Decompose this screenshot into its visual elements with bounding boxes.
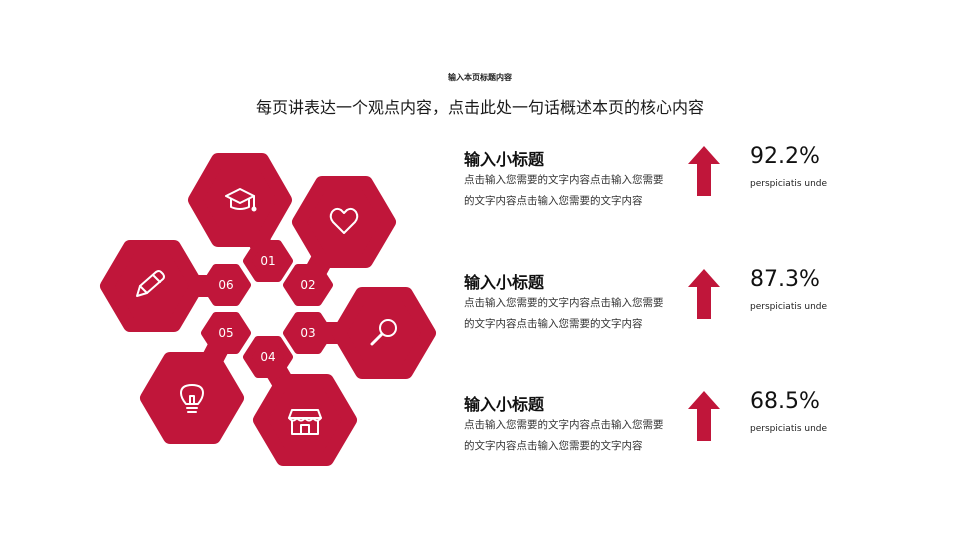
hex-node-02 bbox=[292, 176, 396, 268]
info-item-2: 输入小标题 点击输入您需要的文字内容点击输入您需要的文字内容点击输入您需要的文字… bbox=[464, 267, 864, 389]
hex-node-06 bbox=[100, 240, 204, 332]
item-description: 点击输入您需要的文字内容点击输入您需要的文字内容点击输入您需要的文字内容 bbox=[464, 419, 664, 452]
small-hex-04 bbox=[243, 336, 293, 378]
small-hex-03 bbox=[283, 312, 333, 354]
node-number-01: 01 bbox=[260, 254, 275, 268]
node-number-03: 03 bbox=[300, 326, 315, 340]
item-title: 输入小标题 bbox=[464, 150, 545, 169]
small-hex-01 bbox=[243, 240, 293, 282]
item-caption: perspiciatis unde bbox=[750, 302, 828, 312]
store-icon bbox=[288, 409, 322, 435]
heart-icon bbox=[329, 207, 359, 234]
hex-node-01 bbox=[188, 153, 292, 247]
info-item-1: 输入小标题 点击输入您需要的文字内容点击输入您需要的文字内容点击输入您需要的文字… bbox=[464, 144, 864, 266]
pencil-icon bbox=[136, 270, 165, 297]
item-value: 92.2% bbox=[750, 144, 820, 169]
page-title: 输入本页标题内容 bbox=[448, 73, 512, 82]
info-item-3: 输入小标题 点击输入您需要的文字内容点击输入您需要的文字内容点击输入您需要的文字… bbox=[464, 389, 864, 511]
item-value: 87.3% bbox=[750, 267, 820, 292]
node-number-06: 06 bbox=[218, 278, 233, 292]
up-arrow-icon bbox=[688, 269, 720, 319]
big-hexagons bbox=[100, 153, 436, 466]
small-hex-02 bbox=[283, 264, 333, 306]
up-arrow-icon bbox=[688, 146, 720, 196]
node-number-04: 04 bbox=[260, 350, 275, 364]
hex-node-03 bbox=[332, 287, 436, 379]
page-subtitle: 每页讲表达一个观点内容，点击此处一句话概述本页的核心内容 bbox=[255, 98, 704, 117]
item-description: 点击输入您需要的文字内容点击输入您需要的文字内容点击输入您需要的文字内容 bbox=[464, 174, 664, 207]
item-caption: perspiciatis unde bbox=[750, 424, 828, 434]
small-hex-05 bbox=[201, 312, 251, 354]
hex-node-05 bbox=[140, 352, 244, 444]
small-hex-06 bbox=[201, 264, 251, 306]
item-title: 输入小标题 bbox=[464, 273, 545, 292]
lightbulb-icon bbox=[180, 384, 204, 413]
hex-node-04 bbox=[253, 374, 357, 466]
graduation-cap-icon bbox=[225, 188, 257, 212]
magnifier-icon bbox=[370, 319, 397, 346]
item-title: 输入小标题 bbox=[464, 395, 545, 414]
item-caption: perspiciatis unde bbox=[750, 179, 828, 189]
node-number-05: 05 bbox=[218, 326, 233, 340]
node-number-02: 02 bbox=[300, 278, 315, 292]
up-arrow-icon bbox=[688, 391, 720, 441]
item-description: 点击输入您需要的文字内容点击输入您需要的文字内容点击输入您需要的文字内容 bbox=[464, 297, 664, 330]
item-value: 68.5% bbox=[750, 389, 820, 414]
